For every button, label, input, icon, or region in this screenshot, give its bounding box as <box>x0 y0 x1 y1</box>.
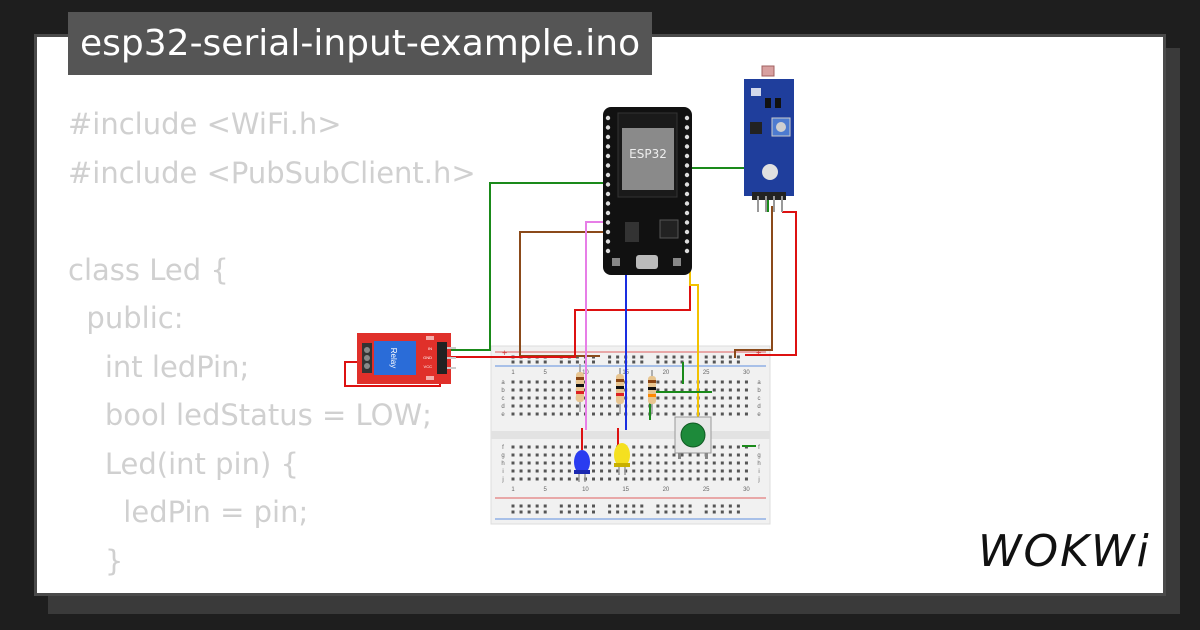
esp32-board[interactable]: ESP32 <box>603 107 692 275</box>
code-line: ledPin = pin; <box>68 495 309 529</box>
rail-plus-label: + <box>756 348 761 358</box>
breadboard-row-letter: j <box>501 477 503 483</box>
breadboard-row-letter: f <box>758 445 760 451</box>
wire-red-sensor <box>745 211 797 356</box>
breadboard-row-letter: h <box>501 461 504 467</box>
relay-pin-vcc: VCC <box>424 364 433 369</box>
relay-pin-in: IN <box>428 346 432 351</box>
wire-brown-right <box>734 206 773 358</box>
led-blue <box>574 450 590 482</box>
breadboard-row-letter: b <box>501 388 505 394</box>
relay-label: Relay <box>389 348 398 368</box>
breadboard-column-number: 30 <box>743 370 750 376</box>
breadboard-row-letter: g <box>501 453 504 459</box>
breadboard-column-number: 20 <box>663 370 670 376</box>
code-line: int ledPin; <box>68 349 250 384</box>
relay-module[interactable]: Relay IN GND VCC <box>357 333 456 384</box>
resistor-2 <box>616 368 624 414</box>
relay-pin-gnd: GND <box>423 355 432 360</box>
code-line: bool ledStatus = LOW; <box>68 398 432 432</box>
breadboard-row-letter: b <box>757 388 761 394</box>
breadboard-row-letter: j <box>757 477 759 483</box>
breadboard-row-letter: e <box>757 412 761 418</box>
breadboard-column-number: 10 <box>582 487 589 493</box>
esp32-label: ESP32 <box>629 147 667 161</box>
wire-brown-left <box>519 231 608 357</box>
breadboard-column-number: 30 <box>743 487 750 493</box>
rail-plus-label: + <box>502 348 507 358</box>
breadboard-column-number: 25 <box>703 487 710 493</box>
code-line: #include <WiFi.h> <box>68 107 342 141</box>
breadboard-column-number: 5 <box>544 370 548 376</box>
breadboard-column-number: 1 <box>511 370 515 376</box>
wire-green-relay <box>450 182 608 351</box>
light-sensor-module <box>744 65 794 212</box>
breadboard-row-letter: a <box>501 380 505 386</box>
code-line: } <box>68 543 124 578</box>
code-preview: #include <WiFi.h> #include <PubSubClient.… <box>68 100 476 585</box>
breadboard-column-number: 15 <box>622 487 629 493</box>
resistor-1 <box>576 364 584 412</box>
breadboard-row-letter: e <box>501 412 505 418</box>
breadboard-row-letter: c <box>502 396 505 402</box>
breadboard-column-number: 20 <box>663 487 670 493</box>
breadboard-row-letter: i <box>758 469 759 475</box>
breadboard-column-number: 5 <box>544 487 548 493</box>
wire-pink <box>585 221 608 430</box>
breadboard-column-number: 25 <box>703 370 710 376</box>
breadboard-row-letter: d <box>501 404 504 410</box>
breadboard-row-letter: a <box>757 380 761 386</box>
breadboard-row-letter: d <box>757 404 760 410</box>
resistor-3 <box>648 370 656 414</box>
project-title: esp32-serial-input-example.ino <box>68 12 653 75</box>
code-line: class Led { <box>68 252 229 287</box>
breadboard-row-letter: h <box>757 461 760 467</box>
code-line: Led(int pin) { <box>68 446 299 481</box>
breadboard-row-letter: i <box>502 469 503 475</box>
code-line: public: <box>68 301 184 335</box>
push-button[interactable] <box>674 416 712 459</box>
breadboard-column-number: 1 <box>511 487 515 493</box>
led-yellow <box>614 443 630 475</box>
resistors <box>576 364 656 414</box>
breadboard-row-letter: c <box>758 396 761 402</box>
code-line: #include <PubSubClient.h> <box>68 155 476 190</box>
breadboard-row-letter: g <box>757 453 760 459</box>
wokwi-logo: WOKWi <box>978 526 1151 577</box>
breadboard-row-letter: f <box>502 445 504 451</box>
